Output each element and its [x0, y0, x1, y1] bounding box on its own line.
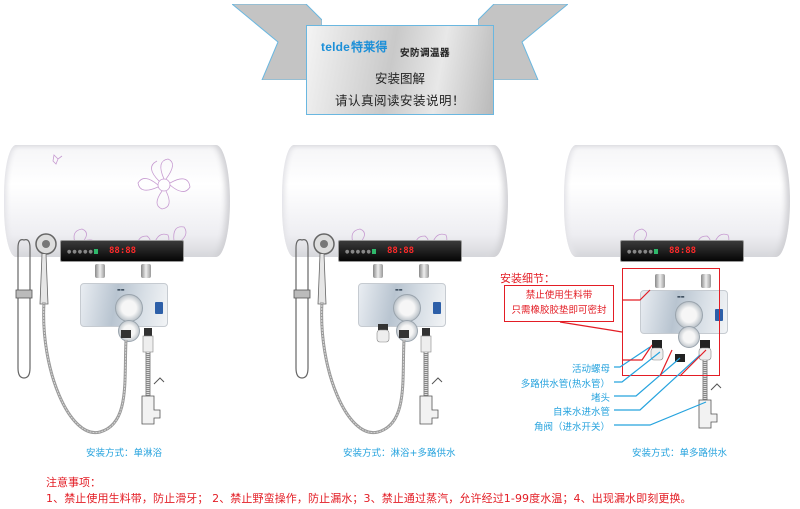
detail-highlight-frame: [622, 268, 720, 376]
temperature-dial-icon: [115, 294, 143, 322]
temperature-dial-icon: [393, 294, 421, 322]
panel-buttons: ●●●●●: [67, 249, 94, 255]
brand-logo-cn: 特莱得: [351, 40, 388, 54]
shower-and-pipes-icon: [15, 233, 165, 435]
ribbon-left-tail: [232, 4, 322, 80]
part-label-union-nut: 活动螺母: [571, 364, 610, 375]
heater-unit-multi-only: ●●●●● 88:88 ▬▬: [560, 140, 800, 440]
control-panel: ●●●●● 88:88: [60, 240, 184, 262]
page-title: 安装图解: [374, 71, 425, 86]
union-nut-icon: [652, 340, 662, 348]
power-led: [372, 249, 376, 254]
product-name: 安防调温器: [400, 48, 451, 59]
temperature-display: 88:88: [109, 246, 137, 256]
page-subtitle: 请认真阅读安装说明！: [334, 93, 465, 108]
valve-brand-mark: ▬▬: [677, 294, 685, 299]
caption-shower-multi: 安装方式：淋浴+多路供水: [343, 448, 456, 459]
temperature-display: 88:88: [387, 246, 415, 256]
caption-single-shower: 安装方式：单淋浴: [86, 448, 163, 459]
panel-buttons: ●●●●●: [345, 249, 372, 255]
heater-unit-shower-multi: ●●●●● 88:88 ▬▬: [278, 140, 538, 440]
title-banner: telde特莱得 安防调温器 安装图解 请认真阅读安装说明！: [232, 0, 568, 118]
sealing-warning-box: 禁止使用生料带 只需橡胶胶垫即可密封: [504, 285, 614, 322]
control-panel: ●●●●● 88:88: [338, 240, 462, 262]
power-led: [94, 249, 98, 254]
cold-water-inlet: [419, 264, 429, 278]
pipes-icon: [650, 340, 722, 429]
ribbon-right-tail: [478, 4, 568, 80]
valve-brand-mark: ▬▬: [117, 287, 125, 292]
cold-water-inlet: [141, 264, 151, 278]
sealing-warning-line1: 禁止使用生料带: [525, 290, 593, 301]
part-label-end-cap: 堵头: [590, 393, 610, 404]
control-panel: ●●●●● 88:88: [620, 240, 744, 262]
install-detail-title: 安装细节：: [500, 272, 555, 285]
power-led: [654, 249, 658, 254]
valve-brand-mark: ▬▬: [395, 287, 403, 292]
hot-water-outlet: [95, 264, 105, 278]
hot-water-outlet: [373, 264, 383, 278]
water-heater-tank: [564, 145, 790, 257]
cold-water-inlet: [701, 274, 711, 288]
secondary-dial-icon: [678, 326, 700, 348]
part-label-water-inlet-pipe: 自来水进水管: [552, 407, 610, 418]
banner-panel: telde特莱得 安防调温器 安装图解 请认真阅读安装说明！: [306, 25, 494, 115]
notes-text: 1、禁止使用生料带，防止滑牙； 2、禁止野蛮操作，防止漏水；3、禁止通过蒸汽，允…: [46, 492, 692, 505]
valve-badge-icon: [155, 302, 163, 314]
heater-unit-single-shower: ●●●●● 88:88 ▬▬: [0, 140, 260, 440]
notes-title: 注意事项：: [46, 476, 101, 489]
caption-multi-only: 安装方式：单多路供水: [632, 448, 728, 459]
brand-logo-latin: telde: [321, 40, 351, 54]
sealing-warning-line2: 只需橡胶胶垫即可密封: [511, 305, 607, 316]
brand-logo: telde特莱得: [321, 38, 388, 55]
valve-badge-icon: [433, 302, 441, 314]
part-label-angle-valve: 角阀（进水开关）: [533, 422, 610, 433]
shower-and-pipes-icon: [293, 233, 443, 435]
hot-water-outlet: [655, 274, 665, 288]
thermostatic-valve: ▬▬: [80, 283, 168, 327]
temperature-display: 88:88: [669, 246, 697, 256]
part-label-multi-supply-pipe: 多路供水管(热水管）: [520, 379, 610, 390]
panel-buttons: ●●●●●: [627, 249, 654, 255]
